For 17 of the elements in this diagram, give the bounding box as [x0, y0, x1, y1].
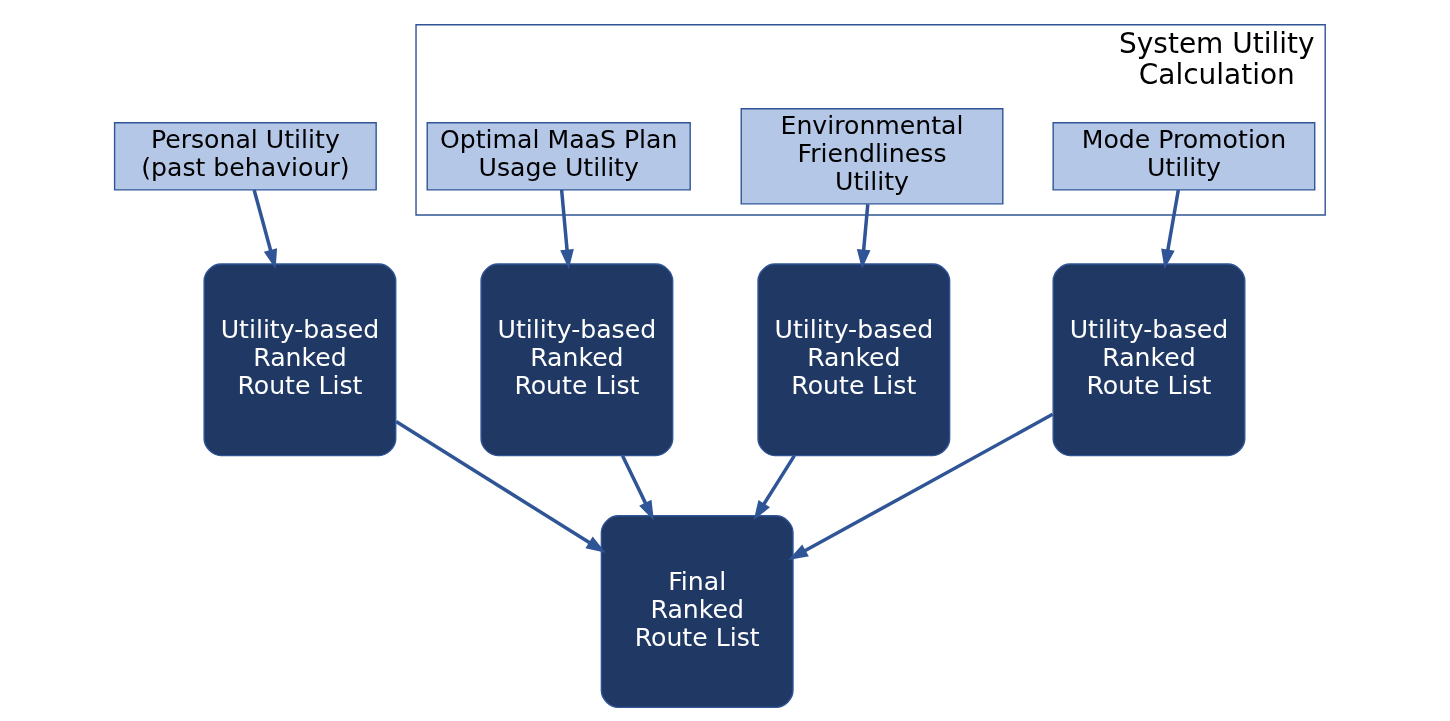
- arrow: [753, 454, 796, 521]
- node-box: Optimal MaaS Plan Usage Utility: [426, 122, 691, 191]
- arrow: [856, 204, 871, 270]
- node-box: Environmental Friendliness Utility: [740, 108, 1003, 205]
- arrow: [394, 420, 606, 553]
- arrow: [251, 189, 277, 269]
- node-box: Utility-based Ranked Route List: [1051, 263, 1245, 457]
- arrow: [787, 412, 1053, 560]
- arrow: [620, 454, 654, 521]
- arrow: [1160, 189, 1180, 269]
- arrow: [559, 189, 574, 270]
- node-box: Personal Utility (past behaviour): [113, 122, 377, 191]
- node-box: Utility-based Ranked Route List: [756, 263, 950, 457]
- node-box: Mode Promotion Utility: [1051, 122, 1315, 191]
- node-box: Utility-based Ranked Route List: [202, 263, 396, 457]
- node-box: Final Ranked Route List: [600, 515, 794, 709]
- node-box: Utility-based Ranked Route List: [479, 263, 673, 457]
